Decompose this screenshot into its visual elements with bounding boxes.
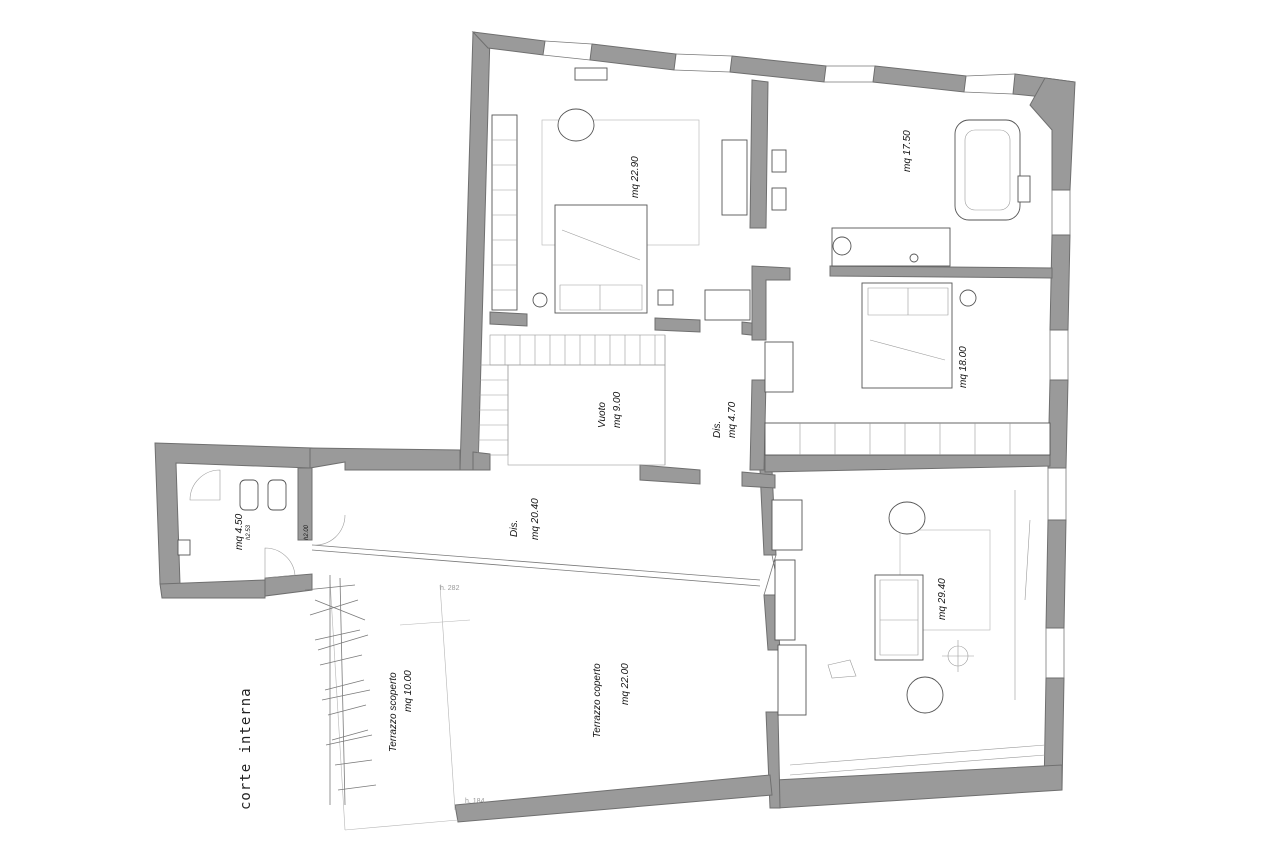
window-lines	[542, 40, 1071, 678]
living-area-label: mq 29.40	[937, 578, 948, 620]
covered-terrace-name-label: Terrazzo coperto	[592, 663, 603, 738]
upper-hall-area-label: mq 4.70	[727, 401, 738, 438]
bathroom-area-label: mq 17.50	[902, 130, 913, 172]
room-labels: mq 22.90 mq 17.50 mq 18.00 Vuoto mq 9.00…	[234, 130, 969, 810]
bedroom2-area-label: mq 18.00	[958, 346, 969, 388]
covered-terrace-area-label: mq 22.00	[620, 663, 631, 705]
hall-area-label: mq 20.40	[530, 498, 541, 540]
height-282-label: h. 282	[440, 585, 460, 592]
void-area-label: mq 9.00	[612, 391, 623, 428]
door-height-label: h2.00	[304, 524, 310, 540]
stairs	[477, 334, 666, 466]
wc-area-label: mq 4.50	[234, 513, 245, 550]
bathroom-fixtures	[771, 119, 1031, 267]
exterior-walls	[154, 31, 1076, 823]
courtyard-label: corte interna	[238, 687, 254, 810]
hall-name-label: Dis.	[509, 520, 520, 537]
open-terrace-area-label: mq 10.00	[403, 670, 414, 712]
bedroom2-furniture	[764, 282, 1051, 456]
void-name-label: Vuoto	[597, 402, 608, 428]
height-184-label: h. 184	[465, 798, 485, 805]
upper-hall-name-label: Dis.	[712, 421, 723, 438]
bedroom-furniture	[491, 67, 751, 321]
plant-row	[304, 575, 377, 806]
terrace-lines	[311, 544, 761, 831]
open-terrace-name-label: Terrazzo scoperto	[388, 672, 399, 752]
bedroom-area-label: mq 22.90	[630, 156, 641, 198]
wc-fixtures	[177, 469, 346, 579]
wc-height-label: h2.53	[246, 524, 252, 540]
living-furniture	[771, 490, 1046, 776]
